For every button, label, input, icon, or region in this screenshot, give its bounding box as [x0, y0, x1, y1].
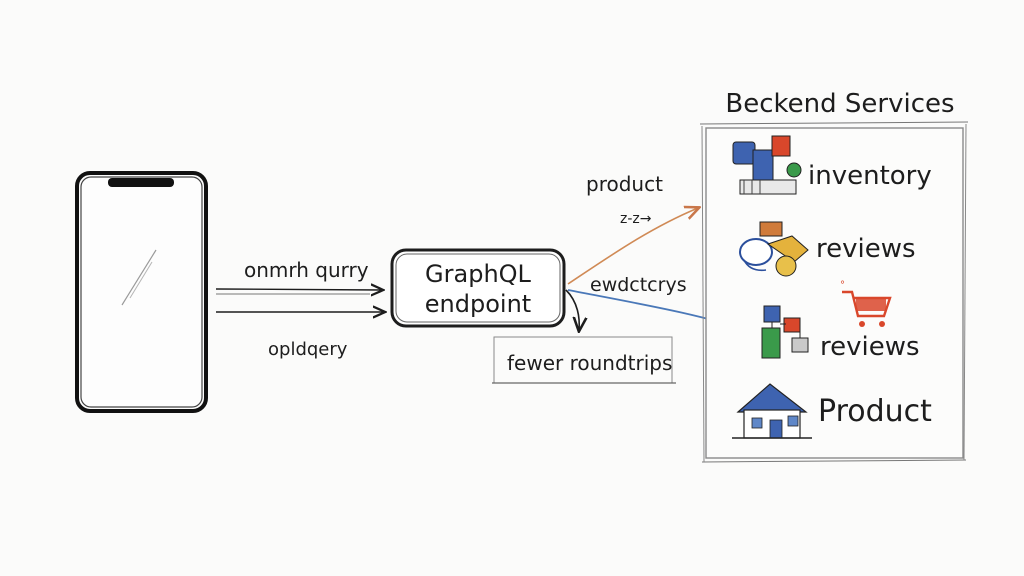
service-reviews-2-label: reviews — [820, 332, 920, 362]
product-arrow — [567, 208, 698, 285]
fewer-roundtrips-note — [492, 336, 676, 384]
mobile-phone — [75, 171, 208, 413]
graphql-endpoint-box — [390, 248, 566, 328]
services-link-label: ewdctcrys — [590, 274, 687, 296]
note-arrow — [565, 289, 579, 330]
query-arrows — [215, 289, 384, 312]
phone-glare — [121, 249, 157, 306]
service-product-label: Product — [818, 394, 932, 429]
product-link-sublabel: z-z→ — [620, 211, 652, 227]
reviews-cart-icon — [761, 305, 809, 359]
svg-text:°: ° — [840, 280, 845, 291]
note-label: fewer roundtrips — [507, 351, 672, 375]
inventory-icon — [732, 135, 802, 195]
house-icon — [732, 383, 812, 439]
service-inventory-label: inventory — [808, 161, 932, 191]
endpoint-line1: GraphQL — [425, 260, 532, 288]
services-title: Beckend Services — [725, 89, 954, 119]
phone-notch — [108, 178, 174, 187]
query-label-top: onmrh qurry — [244, 258, 369, 282]
reviews-icon — [739, 221, 809, 277]
query-label-bottom: opldqery — [268, 339, 348, 360]
shopping-cart-icon: ° — [840, 280, 892, 327]
service-reviews-label: reviews — [816, 234, 916, 264]
product-link-label: product — [586, 172, 663, 196]
endpoint-line2: endpoint — [425, 290, 531, 318]
